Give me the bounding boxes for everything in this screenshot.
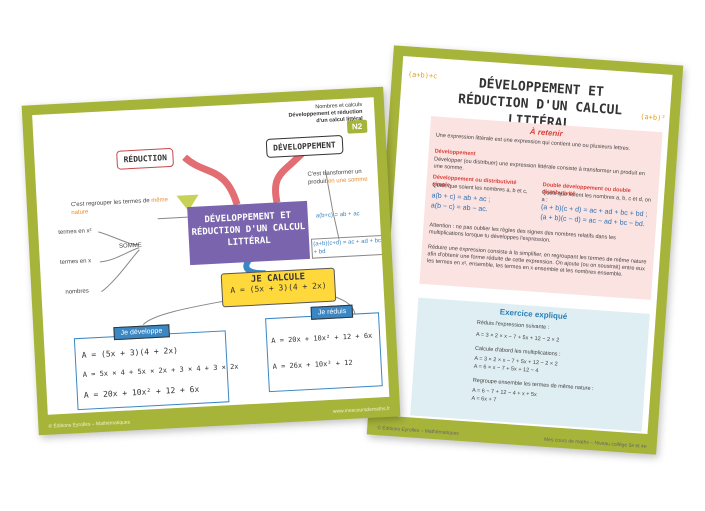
reduction-description-1: C'est regrouper les termes de [70, 198, 150, 209]
nombres-label: nombres [65, 288, 89, 296]
retenir-box: À retenir Une expression littérale est u… [419, 116, 663, 300]
reduction-definition: Réduire une expression consiste à la sim… [426, 244, 647, 278]
front-footer-left: © Éditions Eyrolles – Mathématiques [48, 419, 131, 430]
back-footer-left: © Éditions Eyrolles – Mathématiques [377, 425, 460, 437]
corner-note-right: (a+b)² [640, 112, 666, 123]
right-eq-2: A = 26x + 10x² + 12 [272, 358, 353, 371]
level-badge: N2 [346, 119, 368, 134]
right-eq-1: A = 20x + 10x² + 12 + 6x [271, 331, 373, 345]
simple-formula-2: a(b − c) = ab − ac. [430, 202, 488, 214]
je-calcule-box: JE CALCULE A = (5x + 3)(4 + 2x) [220, 267, 337, 308]
back-worksheet-page: (a+b)+c (a+b)² DÉVELOPPEMENT ET RÉDUCTIO… [378, 56, 673, 434]
termes-x-label: termes en x [59, 258, 92, 266]
reduction-badge: RÉDUCTION [116, 147, 175, 170]
front-mindmap-page: Nombres et calculs Développement et rédu… [32, 97, 390, 415]
central-title: DÉVELOPPEMENT ET RÉDUCTION D'UN CALCUL L… [187, 200, 311, 266]
corner-note-left: (a+b)+c [407, 70, 438, 81]
back-footer-right: Mes cours de maths – Niveau collège 5e e… [543, 436, 647, 450]
back-worksheet: (a+b)+c (a+b)² DÉVELOPPEMENT ET RÉDUCTIO… [366, 45, 684, 455]
dev-formula-2: (a+b)(c+d) = ac + ad + bc + bd [310, 234, 386, 259]
front-mindmap-sheet: Nombres et calculs Développement et rédu… [21, 86, 401, 436]
developpement-badge: DÉVELOPPEMENT [265, 134, 344, 158]
exercice-box: Exercice expliqué Réduis l'expression su… [410, 297, 650, 432]
somme-label: SOMME [118, 242, 142, 250]
left-eq-1: A = (5x + 3)(4 + 2x) [81, 345, 179, 360]
exercice-line-1: Réduis l'expression suivante : [476, 319, 550, 331]
je-reduis-tag: Je réduis [310, 304, 354, 320]
left-eq-3: A = 20x + 10x² + 12 + 6x [83, 384, 200, 400]
left-eq-2: A = 5x × 4 + 5x × 2x + 3 × 4 + 3 × 2x [82, 362, 239, 379]
exercice-line-2: A = 3 × 2 × x − 7 + 5x + 12 − 2 × 2 [475, 331, 560, 344]
developpement-description-2: en une somme [327, 176, 368, 185]
exercice-line-8: A = 6x + 7 [471, 395, 497, 404]
simple-formula-1: a(b + c) = ab + ac ; [431, 192, 491, 204]
je-reduis-panel: A = 20x + 10x² + 12 + 6x A = 26x + 10x² … [265, 312, 383, 393]
front-footer-right: www.mescoursdemaths.fr [332, 405, 391, 415]
je-developpe-panel: A = (5x + 3)(4 + 2x) A = 5x × 4 + 5x × 2… [73, 330, 239, 411]
